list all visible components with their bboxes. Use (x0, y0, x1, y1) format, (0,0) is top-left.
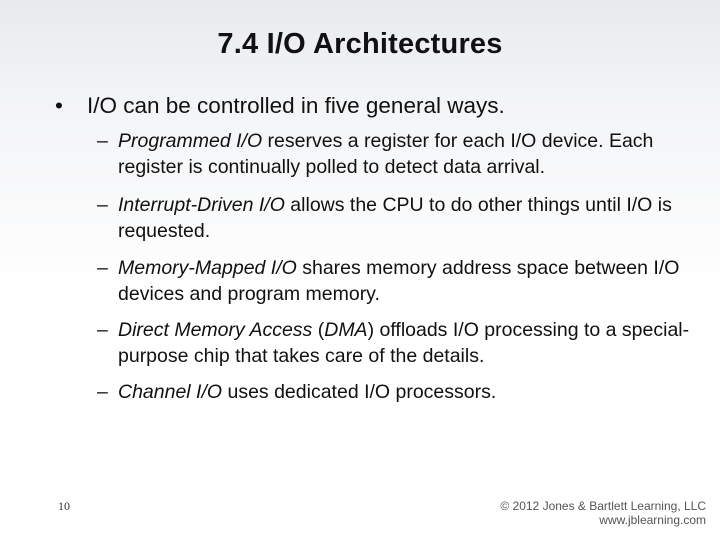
bullet-marker: • (55, 93, 63, 118)
dash-marker: – (97, 319, 108, 341)
main-bullet-text: I/O can be controlled in five general wa… (87, 93, 505, 118)
dash-marker: – (97, 130, 108, 152)
term-interrupt-driven-io: Interrupt-Driven I/O (118, 194, 285, 216)
desc-programmed-io: reserves a register for each I/O device.… (118, 130, 654, 178)
dash-marker: – (97, 381, 108, 403)
dash-marker: – (97, 194, 108, 216)
desc-dma: ) offloads I/O processing to a special-p… (118, 319, 690, 367)
term-channel-io: Channel I/O (118, 381, 223, 403)
slide-title: 7.4 I/O Architectures (217, 28, 503, 60)
copyright-notice: © 2012 Jones & Bartlett Learning, LLC ww… (500, 499, 706, 527)
term-programmed-io: Programmed I/O (118, 130, 263, 152)
term-memory-mapped-io: Memory-Mapped I/O (118, 257, 297, 279)
desc-channel-io: uses dedicated I/O processors. (222, 381, 497, 403)
abbr-dma: DMA (324, 319, 368, 341)
dash-marker: – (97, 257, 108, 279)
desc-memory-mapped-io: shares memory address space between I/O … (118, 257, 680, 305)
copyright-line: © 2012 Jones & Bartlett Learning, LLC (500, 499, 706, 513)
desc-interrupt-driven-io: allows the CPU to do other things until … (118, 194, 672, 242)
publisher-url: www.jblearning.com (599, 513, 706, 527)
dma-open-paren: ( (312, 319, 325, 341)
page-number: 10 (58, 499, 70, 513)
term-dma: Direct Memory Access (118, 319, 313, 341)
